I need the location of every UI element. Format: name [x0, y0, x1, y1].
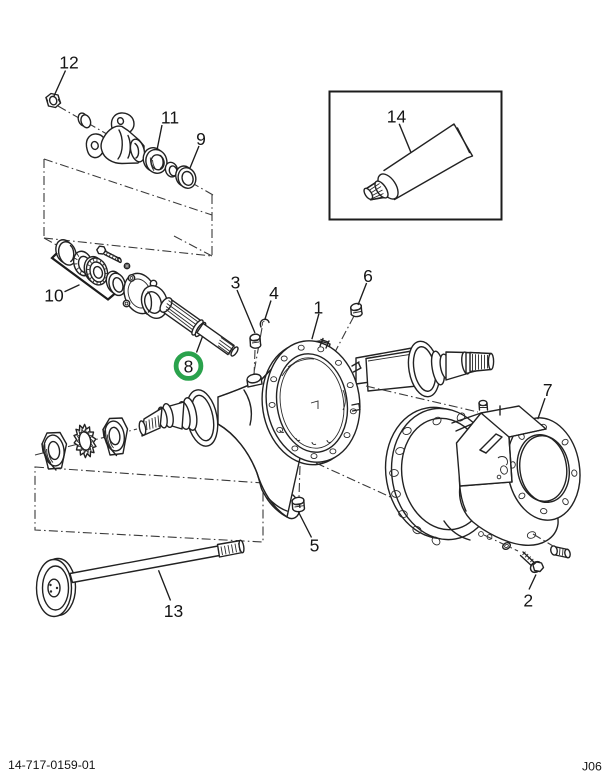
- svg-text:2: 2: [523, 591, 533, 611]
- svg-text:7: 7: [543, 380, 553, 400]
- svg-text:5: 5: [310, 536, 320, 556]
- svg-text:14-717-0159-01: 14-717-0159-01: [8, 758, 96, 772]
- svg-text:3: 3: [231, 273, 241, 293]
- svg-text:10: 10: [44, 286, 64, 306]
- svg-text:11: 11: [161, 108, 179, 128]
- svg-text:9: 9: [196, 129, 206, 149]
- svg-text:8: 8: [184, 356, 194, 376]
- svg-text:14: 14: [387, 106, 407, 126]
- svg-text:J06: J06: [582, 760, 602, 774]
- svg-text:1: 1: [314, 298, 324, 318]
- svg-text:6: 6: [363, 266, 373, 286]
- svg-text:12: 12: [59, 53, 78, 73]
- svg-text:13: 13: [164, 601, 183, 621]
- svg-text:4: 4: [269, 283, 279, 303]
